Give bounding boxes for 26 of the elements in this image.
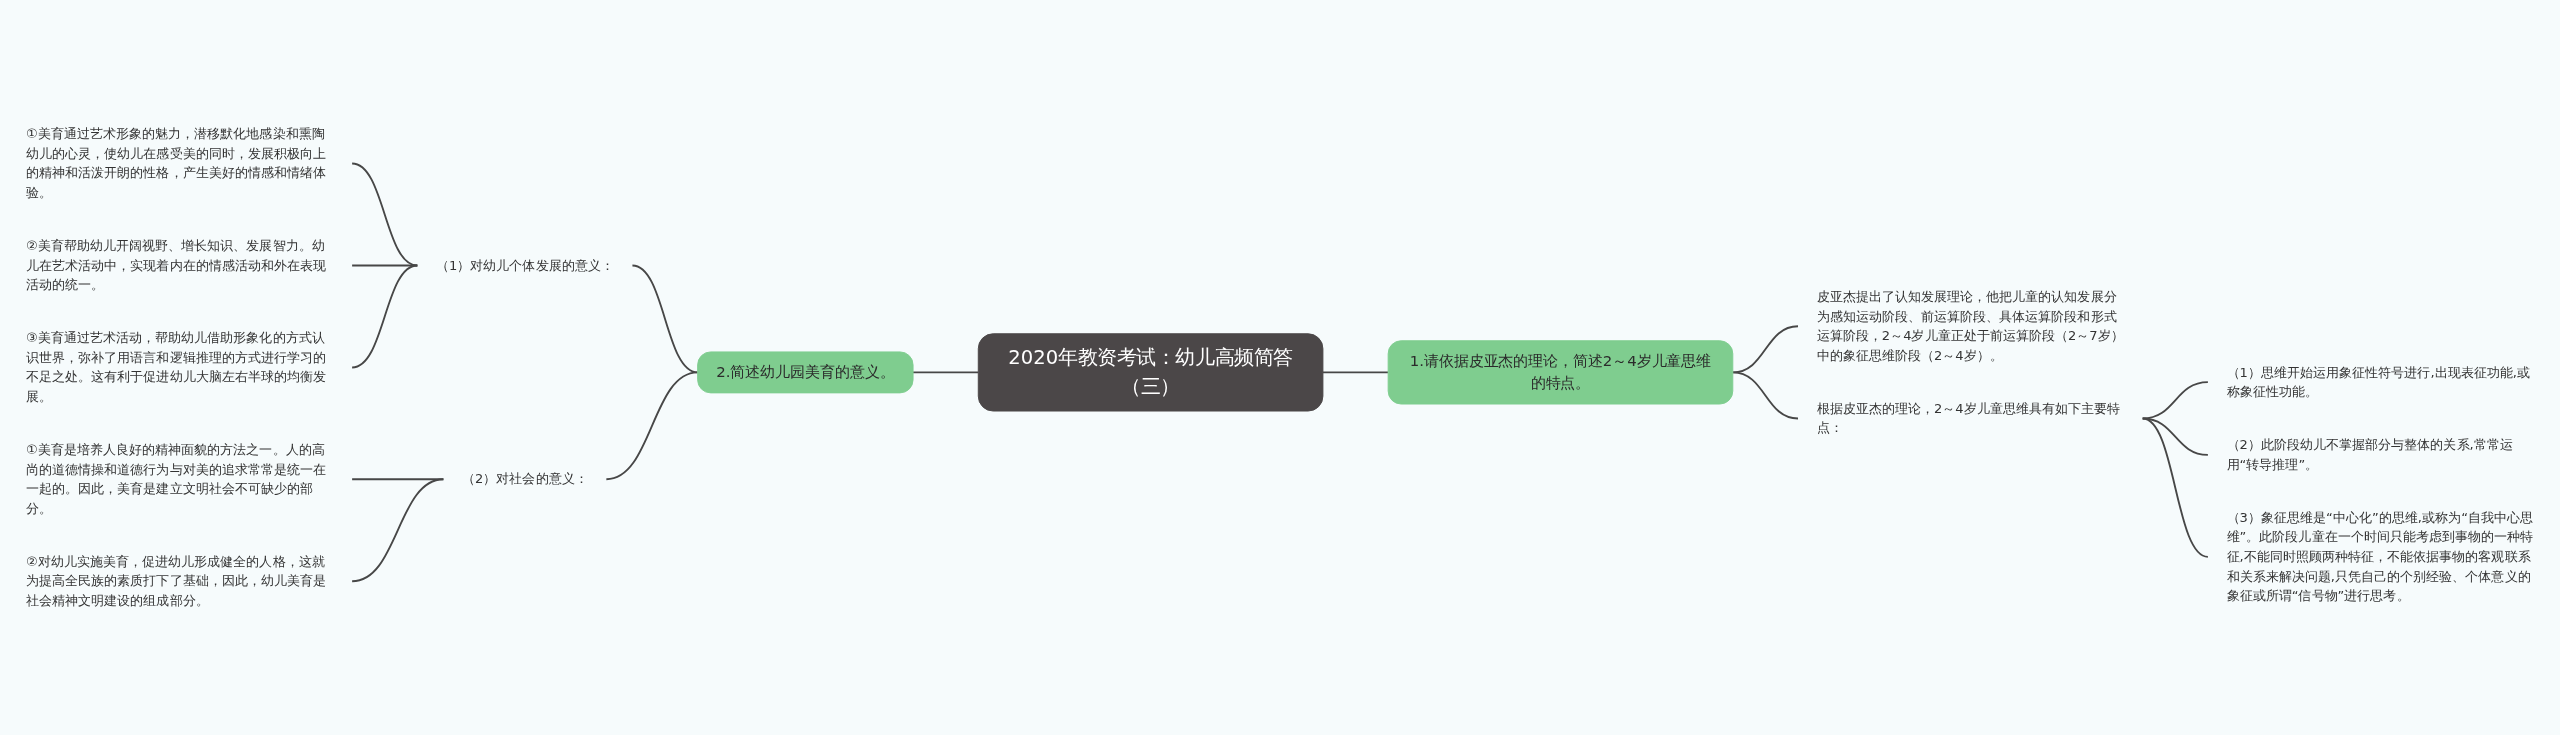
connector-line: [351, 162, 419, 267]
note-text: ①美育通过艺术形象的魅力，潜移默化地感染和熏陶幼儿的心灵，使幼儿在感受美的同时，发展积极向上的精神和活泼开朗的性格，产生美好的情感和情绪体验。: [26, 126, 327, 200]
connector-line: [1322, 371, 1390, 374]
note-text: ②美育帮助幼儿开阔视野、增长知识、发展智力。幼儿在艺术活动中，实现着内在的情感活动和外在表现活动的统一。: [26, 238, 327, 293]
connector-line: [605, 371, 699, 481]
note-text: 皮亚杰提出了认知发展理论，他把儿童的认知发展分为感知运动阶段、前运算阶段、具体运算阶段和形式运算阶段，2～4岁儿童正处于前运算阶段（2～7岁）中的象征思维阶段（2～4岁）。: [1816, 289, 2124, 363]
connector-line: [2141, 417, 2209, 558]
note-text: 根据皮亚杰的理论，2～4岁儿童思维具有如下主要特点：: [1816, 400, 2121, 436]
central-topic: 2020年教资考试：幼儿高频简答（三）: [977, 333, 1324, 412]
connector-line: [1731, 325, 1799, 374]
connector-line: [912, 371, 980, 374]
note-text: （3）象征思维是“中心化”的思维,或称为“自我中心思维”。此阶段儿童在一个时间只能考虑到事物的一种特征,不能同时照顾两种特征，不能依据事物的客观联系和关系来解决问题,只凭自己的个别经验、个体意义的象征或所谓“信号物”进行思考。: [2226, 509, 2534, 603]
note-text: （2）对社会的意义：: [462, 471, 588, 487]
note-text: ②对幼儿实施美育，促进幼儿形成健全的人格，这就为提高全民族的素质打下了基础，因此，幼儿美育是社会精神文明建设的组成部分。: [26, 553, 327, 608]
note-text: ①美育是培养人良好的精神面貌的方法之一。人的高尚的道德情操和道德行为与对美的追求常常是统一在一起的。因此，美育是建立文明社会不可缺少的部分。: [26, 442, 327, 516]
note-text: （2）此阶段幼儿不掌握部分与整体的关系,常常运用“转导推理”。: [2226, 437, 2513, 472]
note-text: （1）思维开始运用象征性符号进行,出现表征功能,或称象征性功能。: [2226, 364, 2530, 399]
note-text: （1）对幼儿个体发展的意义：: [435, 257, 614, 273]
connector-line: [2141, 381, 2209, 420]
branch-topic: 1.请依据皮亚杰的理论，简述2～4岁儿童思维的特点。: [1387, 340, 1734, 405]
connector-line: [351, 264, 419, 369]
branch-topic: 2.简述幼儿园美育的意义。: [697, 351, 914, 394]
connector-line: [351, 478, 445, 583]
connector-line: [631, 264, 699, 374]
connector-line: [1731, 371, 1799, 420]
note-text: ③美育通过艺术活动，帮助幼儿借助形象化的方式认识世界，弥补了用语言和逻辑推理的方式进行学习的不足之处。这有利于促进幼儿大脑左右半球的均衡发展。: [26, 330, 327, 404]
